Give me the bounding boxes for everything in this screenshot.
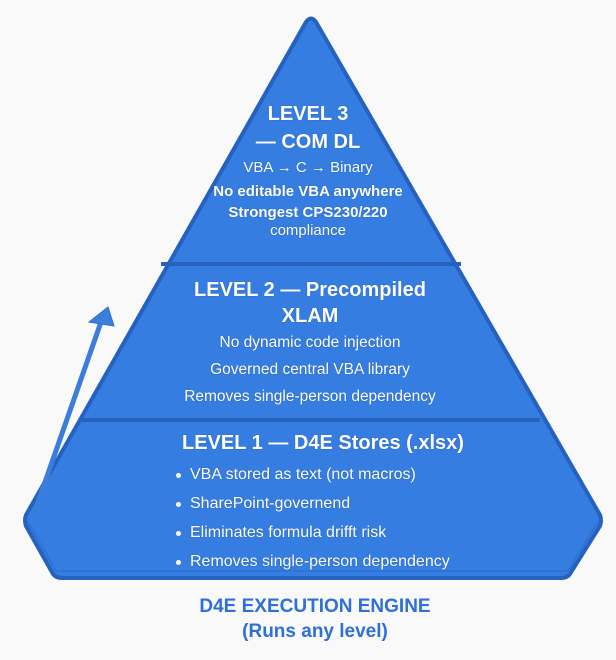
level-2-title-line2: XLAM (281, 305, 339, 327)
engine-label-title: D4E EXECUTION ENGINE (199, 596, 431, 617)
level-1-bullet-list: VBA stored as text (not macros) SharePoi… (160, 460, 500, 576)
level-3-line: No editable VBA anywhere (213, 183, 403, 200)
engine-label: D4E EXECUTION ENGINE (Runs any level) (150, 594, 480, 644)
pyramid-bottom-bevel (27, 521, 599, 572)
pyramid-body (23, 16, 603, 580)
level-2-section: LEVEL 2 — Precompiled XLAM No dynamic co… (150, 277, 470, 410)
level-3-line: VBA → C → Binary (243, 159, 373, 176)
level-1-bullet: SharePoint-governend (174, 489, 500, 518)
level-3-line: Strongest CPS230/220 (228, 204, 388, 221)
pyramid-shadow (0, 0, 60, 24)
level-3-title-line2: — COM DL (255, 131, 361, 153)
level-1-bullet: Removes single-person dependency (174, 547, 500, 576)
level-3-section: LEVEL 3 — COM DL VBA → C → Binary No edi… (205, 100, 411, 240)
level-2-line: Removes single-person dependency (184, 388, 436, 405)
level-2-line: Governed central VBA library (210, 361, 410, 378)
level-3-line: compliance (270, 222, 346, 239)
engine-label-subtitle: (Runs any level) (242, 621, 388, 642)
level-1-title: LEVEL 1 — D4E Stores (.xlsx) (182, 432, 464, 454)
level-2-title-line1: LEVEL 2 — Precompiled (194, 279, 426, 301)
level-3-title-line1: LEVEL 3 (267, 103, 349, 125)
level-1-section: LEVEL 1 — D4E Stores (.xlsx) VBA stored … (160, 430, 500, 576)
level-1-bullet: Eliminates formula drifft risk (174, 518, 500, 547)
level-1-bullet: VBA stored as text (not macros) (174, 460, 500, 489)
level-2-line: No dynamic code injection (219, 334, 401, 351)
arrow-up-right-icon (34, 306, 115, 508)
